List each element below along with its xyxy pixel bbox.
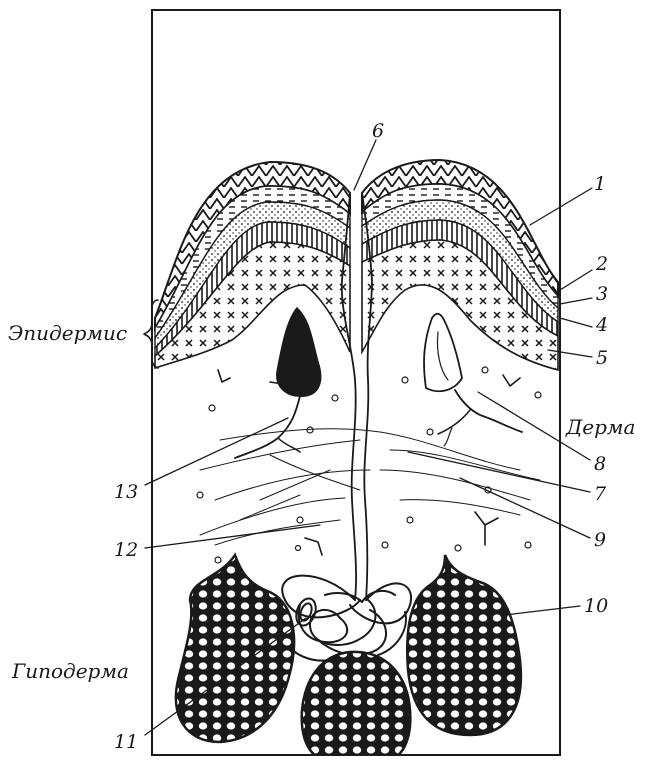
label-epidermis: Эпидермис — [8, 321, 127, 345]
label-5: 5 — [596, 347, 608, 369]
label-2: 2 — [595, 253, 608, 275]
label-8: 8 — [594, 453, 606, 475]
label-12: 12 — [114, 539, 138, 561]
label-dermis: Дерма — [565, 415, 635, 439]
label-hypodermis: Гиподерма — [11, 659, 129, 683]
label-9: 9 — [594, 529, 606, 551]
label-4: 4 — [595, 314, 608, 336]
label-10: 10 — [584, 595, 608, 617]
label-1: 1 — [594, 173, 606, 195]
label-7: 7 — [594, 483, 607, 505]
label-11: 11 — [114, 731, 138, 753]
label-3: 3 — [596, 283, 608, 305]
label-6: 6 — [372, 120, 384, 142]
label-13: 13 — [114, 481, 138, 503]
fat-lobule-bottom — [302, 652, 411, 760]
